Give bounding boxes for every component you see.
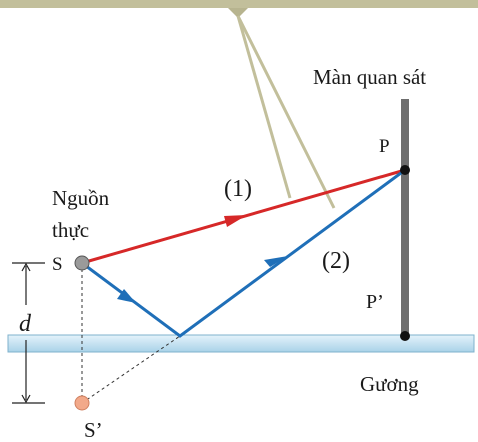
virtual-ray-dashed-line xyxy=(81,335,181,404)
image-point xyxy=(74,395,90,411)
point-p-prime-label: P’ xyxy=(366,291,384,313)
distance-d-label: d xyxy=(19,311,32,337)
mirror-label: Gương xyxy=(360,372,419,396)
reflected-ray-arrow xyxy=(264,256,288,267)
point-p-label: P xyxy=(379,136,390,157)
ray-1-label: (1) xyxy=(224,176,252,202)
observation-screen xyxy=(401,99,409,337)
incident-ray-arrow xyxy=(117,289,136,303)
point-p-prime-dot xyxy=(400,331,410,341)
point-p-dot xyxy=(400,165,410,175)
source-point xyxy=(74,255,90,271)
image-s-prime-label: S’ xyxy=(84,418,103,442)
source-label-line2: thực xyxy=(52,218,89,242)
mirror xyxy=(7,334,475,353)
screen-title: Màn quan sát xyxy=(313,65,426,89)
source-s-label: S xyxy=(52,254,63,275)
ray-2-label: (2) xyxy=(322,248,350,274)
reflected-ray xyxy=(81,168,406,338)
distance-marker xyxy=(12,262,45,404)
source-label-line1: Nguồn xyxy=(52,186,110,210)
direct-ray xyxy=(81,168,406,265)
ceiling-support xyxy=(0,0,478,209)
direct-ray-arrow xyxy=(224,215,247,227)
